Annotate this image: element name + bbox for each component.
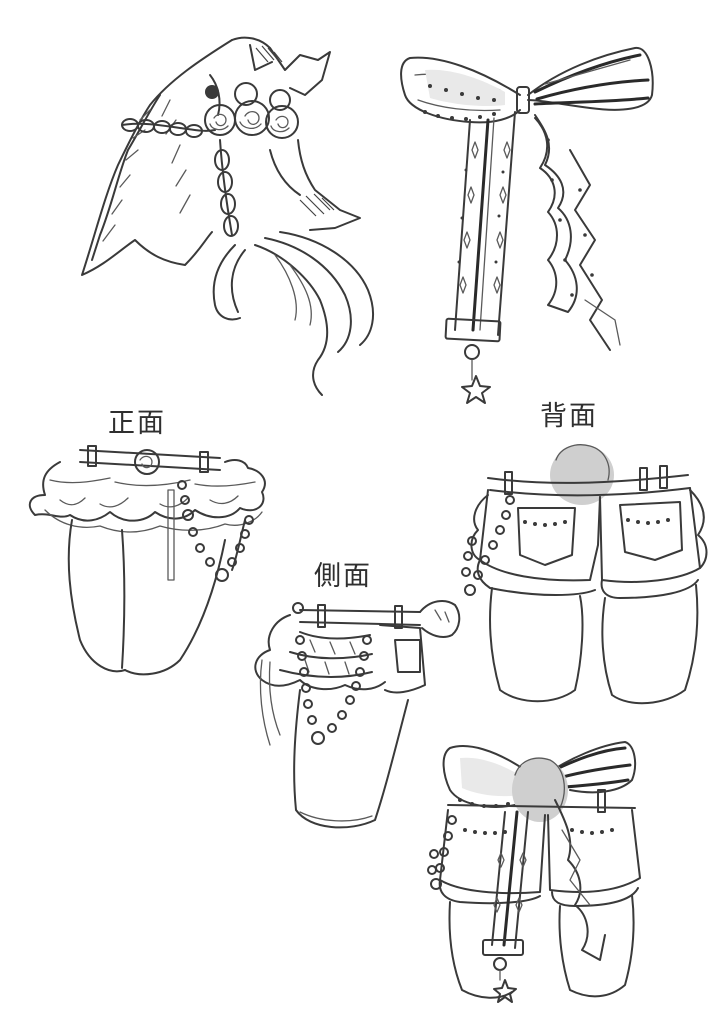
front-view-sketch <box>28 445 266 676</box>
side-view-label: 側面 <box>314 561 372 592</box>
front-view-label: 正面 <box>108 408 166 439</box>
rose-cluster <box>204 82 299 139</box>
head-hair-sketch <box>81 36 375 396</box>
combined-back-bow-sketch <box>427 741 641 1003</box>
bow-ribbon-sketch <box>400 46 654 404</box>
back-view-sketch <box>461 444 708 705</box>
back-view-label: 背面 <box>540 401 598 432</box>
side-view-sketch <box>254 599 461 829</box>
